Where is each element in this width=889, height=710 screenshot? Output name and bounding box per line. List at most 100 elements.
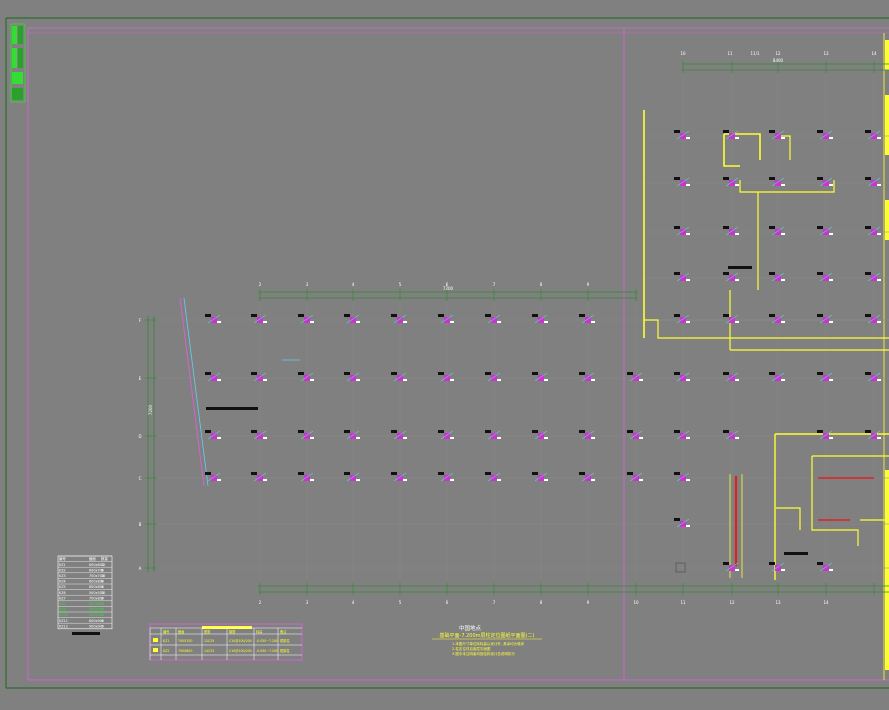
column-tag: [674, 314, 680, 317]
column-leader: [581, 430, 595, 440]
axis-label-top-right: 13: [823, 51, 829, 56]
column-tag: [205, 372, 211, 375]
column-section: [304, 375, 310, 381]
column-label: [829, 184, 833, 186]
column-label: [356, 479, 360, 481]
wall-stair: [183, 297, 209, 487]
column-label: [497, 379, 501, 381]
column-marker: [391, 314, 407, 324]
column-label: [829, 321, 833, 323]
column-leader: [771, 272, 785, 282]
column-section: [211, 433, 217, 439]
column-label: [403, 437, 407, 439]
column-leader: [819, 372, 833, 382]
column-section: [871, 133, 877, 139]
column-tag: [674, 518, 680, 521]
column-marker: [298, 430, 314, 440]
column-tag: [723, 372, 729, 375]
column-tag: [769, 177, 775, 180]
column-marker: [865, 430, 881, 440]
column-label: [781, 379, 785, 381]
column-section: [823, 317, 829, 323]
pit-box: [675, 562, 686, 573]
axis-label-left: C: [139, 476, 142, 481]
column-section: [729, 565, 735, 571]
wall-yellow: [811, 456, 859, 546]
column-marker: [579, 430, 595, 440]
schedule-cell: 800x800: [89, 585, 104, 589]
column-leader: [393, 472, 407, 482]
column-marker: [865, 272, 881, 282]
column-marker: [205, 314, 221, 324]
column-tag: [674, 130, 680, 133]
column-section: [211, 317, 217, 323]
column-marker: [485, 472, 501, 482]
schedule-cell: 12: [101, 563, 105, 567]
column-leader: [676, 472, 690, 482]
column-leader: [487, 472, 501, 482]
column-tag: [438, 430, 444, 433]
legend-cell: 14C25: [204, 649, 214, 653]
schedule-cell: KZ3: [59, 574, 66, 578]
schedule-cell: KZ4: [59, 580, 66, 584]
column-tag: [485, 314, 491, 317]
column-label: [591, 479, 595, 481]
column-tag: [723, 130, 729, 133]
title-block: 中国地点 基础平面-7.200m层柱定位图纸平面图(二) 1.本图尺寸单位除标高…: [432, 624, 542, 656]
column-label: [217, 321, 221, 323]
column-label: [686, 525, 690, 527]
column-marker: [769, 562, 785, 572]
drawing-note-3: 3.图中未注明者均按结构设计总说明执行: [452, 651, 515, 656]
axis-label-top-right: 12: [775, 51, 781, 56]
column-section: [729, 375, 735, 381]
column-label: [829, 233, 833, 235]
column-section: [585, 433, 591, 439]
legend-header-cell: 箍筋: [229, 629, 235, 634]
column-tag: [674, 226, 680, 229]
column-marker: [251, 430, 267, 440]
beam-black: [206, 407, 258, 410]
schedule-cell: 600x900: [89, 619, 104, 623]
schedule-cell: 4: [101, 619, 103, 623]
wall-yellow: [644, 319, 889, 339]
column-tag: [438, 472, 444, 475]
column-label: [450, 479, 454, 481]
column-marker: [251, 472, 267, 482]
column-leader: [867, 272, 881, 282]
column-tag: [391, 372, 397, 375]
column-marker: [723, 272, 739, 282]
column-leader: [819, 430, 833, 440]
column-marker: [723, 177, 739, 187]
column-leader: [534, 430, 548, 440]
beam-black: [784, 552, 808, 555]
legend-cell: 700X700: [178, 639, 192, 643]
column-marker: [674, 272, 690, 282]
column-markers: [205, 130, 881, 572]
column-tag: [344, 314, 350, 317]
column-tag: [769, 562, 775, 565]
legend-cell: C10@100/200: [229, 639, 252, 643]
column-label: [686, 379, 690, 381]
column-section: [257, 475, 263, 481]
column-marker: [723, 562, 739, 572]
column-marker: [532, 372, 548, 382]
column-section: [538, 475, 544, 481]
column-section: [775, 180, 781, 186]
column-section: [585, 475, 591, 481]
column-leader: [300, 430, 314, 440]
column-label: [735, 233, 739, 235]
column-tag: [532, 314, 538, 317]
column-tag: [205, 314, 211, 317]
column-label: [263, 479, 267, 481]
column-label: [403, 379, 407, 381]
column-tag: [723, 562, 729, 565]
axis-label-left: D: [138, 434, 141, 439]
column-leader: [253, 430, 267, 440]
column-leader: [676, 314, 690, 324]
column-marker: [485, 430, 501, 440]
schedule-cell: 1: [101, 624, 103, 628]
column-label: [497, 479, 501, 481]
column-leader: [346, 372, 360, 382]
legend-header-cell: 标高: [256, 629, 262, 634]
column-marker: [344, 314, 360, 324]
